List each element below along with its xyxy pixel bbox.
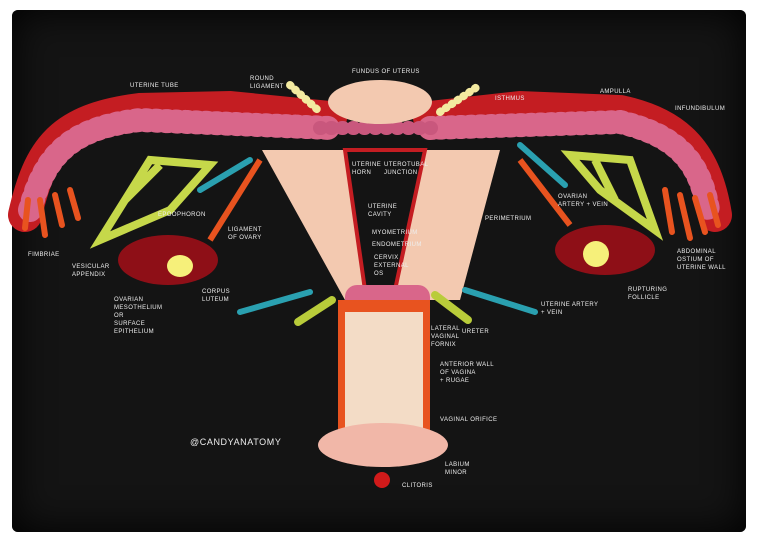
uterine-artery-left bbox=[237, 289, 313, 315]
label-round-ligament: Round ligament bbox=[250, 76, 284, 90]
label-cervix: Cervix external os bbox=[374, 255, 409, 277]
vaginal-rugae bbox=[345, 312, 423, 430]
rupturing-follicle bbox=[583, 241, 609, 267]
label-myometrium: Myometrium bbox=[372, 230, 418, 236]
round-ligament-left bbox=[286, 81, 324, 116]
label-fimbriae: Fimbriae bbox=[28, 252, 60, 258]
epoophoron-left bbox=[89, 155, 219, 249]
ureter-left bbox=[294, 296, 336, 326]
fimbriae bbox=[22, 187, 721, 241]
label-corpus-luteum: Corpus luteum bbox=[202, 289, 231, 303]
round-ligament-right bbox=[436, 81, 484, 116]
corpus-luteum bbox=[167, 255, 193, 277]
label-vesicular-appendix: Vesicular appendix bbox=[72, 264, 110, 278]
label-labium-minor: Labium minor bbox=[445, 462, 470, 476]
label-perimetrium: Perimetrium bbox=[485, 216, 532, 222]
ligament-of-ovary-right bbox=[517, 158, 573, 227]
label-fundus: Fundus of uterus bbox=[352, 69, 420, 75]
ovary-left bbox=[118, 235, 218, 285]
ureter-right bbox=[431, 291, 472, 324]
label-infundibulum: Infundibulum bbox=[675, 106, 726, 112]
clitoris-candy bbox=[374, 472, 390, 488]
label-uterine-cavity: Uterine cavity bbox=[368, 204, 398, 218]
fundus-candy bbox=[328, 80, 432, 124]
ligament-of-ovary-left bbox=[207, 158, 263, 242]
label-abdominal-ostium: Abdominal ostium of uterine wall bbox=[677, 249, 726, 271]
uterine-tube-left bbox=[8, 90, 347, 232]
label-uterotubal-junction: Uterotubal junction bbox=[384, 162, 429, 176]
label-rupturing-follicle: Rupturing follicle bbox=[628, 287, 668, 301]
label-clitoris: Clitoris bbox=[402, 483, 433, 489]
label-isthmus: Isthmus bbox=[495, 96, 525, 102]
label-uterine-horn: Uterine horn bbox=[352, 162, 382, 176]
epoophoron-right bbox=[560, 150, 664, 241]
label-ovarian-artery-vein: Ovarian artery + vein bbox=[558, 194, 609, 208]
uterus-wall bbox=[262, 150, 500, 300]
label-ureter: Ureter bbox=[462, 329, 490, 335]
label-epoophoron: Epoophoron bbox=[158, 212, 206, 218]
label-uterine-tube: Uterine tube bbox=[130, 83, 179, 89]
label-endometrium: Endometrium bbox=[372, 242, 422, 248]
label-anterior-wall: Anterior wall of vagina + rugae bbox=[440, 362, 494, 384]
uterine-tube-right bbox=[413, 90, 732, 232]
label-uterine-artery-vein: Uterine artery + vein bbox=[541, 302, 599, 316]
label-ligament-of-ovary: Ligament of ovary bbox=[228, 227, 262, 241]
label-vaginal-orifice: Vaginal orifice bbox=[440, 417, 498, 423]
label-ovarian-mesothelium: Ovarian mesothelium or surface epitheliu… bbox=[114, 297, 163, 335]
labia-candy bbox=[318, 423, 448, 467]
ovarian-artery-right bbox=[517, 142, 568, 188]
uterine-artery-right bbox=[462, 287, 538, 315]
label-ampulla: Ampulla bbox=[600, 89, 631, 95]
label-lateral-vaginal-fornix: Lateral vaginal fornix bbox=[431, 326, 461, 348]
ovarian-artery-left bbox=[197, 157, 253, 193]
signature-handle: @candyanatomy bbox=[190, 437, 282, 447]
